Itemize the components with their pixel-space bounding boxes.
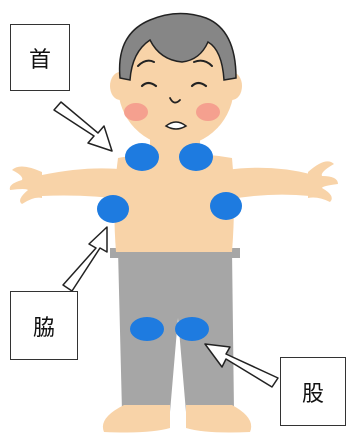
neck-label: 首 <box>10 24 70 91</box>
armpit-arrow <box>63 227 107 291</box>
neck-marker-right <box>179 143 213 171</box>
right-cheek <box>196 103 220 121</box>
armpit-label: 脇 <box>10 291 78 360</box>
groin-label: 股 <box>280 357 346 426</box>
pants <box>110 248 240 412</box>
groin-marker-left <box>130 317 164 341</box>
left-cheek <box>124 103 148 121</box>
neck-marker-left <box>125 143 159 171</box>
feet <box>103 405 251 433</box>
armpit-marker-right <box>210 192 242 220</box>
neck-arrow <box>54 102 112 151</box>
groin-marker-right <box>175 317 209 341</box>
armpit-marker-left <box>97 195 129 223</box>
